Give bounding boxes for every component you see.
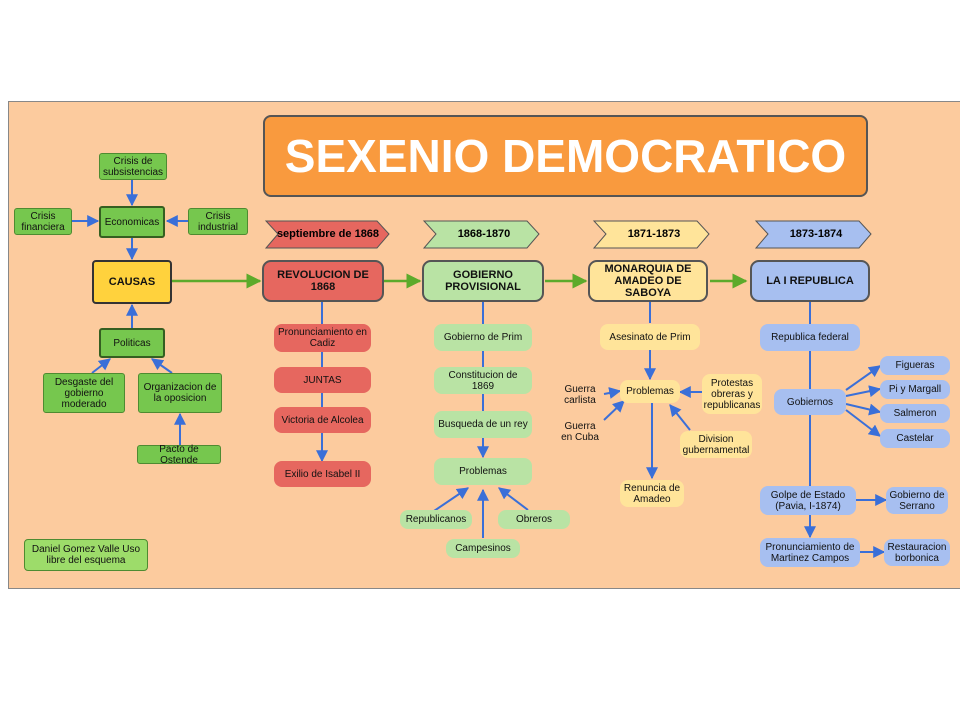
node-economicas: Economicas (99, 206, 165, 238)
node-gobiernos: Gobiernos (774, 389, 846, 415)
node-crisis-industrial: Crisis industrial (188, 208, 248, 235)
node-juntas: JUNTAS (274, 367, 371, 393)
node-protestas: Protestas obreras y republicanas (702, 374, 762, 414)
page-title: SEXENIO DEMOCRATICO (284, 130, 847, 182)
node-organizacion-oposicion: Organizacion de la oposicion (138, 373, 222, 413)
node-salmeron: Salmeron (880, 404, 950, 423)
credit-box: Daniel Gomez Valle Uso libre del esquema (24, 539, 148, 571)
node-pacto-ostende: Pacto de Ostende (137, 444, 221, 466)
node-exilio-isabel: Exilio de Isabel II (274, 461, 371, 487)
node-victoria-alcolea: Victoria de Alcolea (274, 407, 371, 433)
node-politicas: Politicas (99, 328, 165, 358)
node-pronunciamiento-martinez-campos: Pronunciamiento de Martinez Campos (760, 538, 860, 567)
node-restauracion-borbonica: Restauracion borbonica (884, 539, 950, 566)
node-problemas-gobierno: Problemas (434, 458, 532, 485)
node-problemas-amadeo: Problemas (620, 380, 680, 403)
node-campesinos: Campesinos (446, 539, 520, 558)
node-figueras: Figueras (880, 356, 950, 375)
node-primera-republica: LA I REPUBLICA (750, 260, 870, 302)
date-tag-gobierno: 1868-1870 (457, 228, 511, 240)
node-guerra-carlista: Guerra carlista (564, 384, 596, 406)
date-tag-revolucion: septiembre de 1868 (276, 228, 380, 240)
node-pi-y-margall: Pi y Margall (880, 380, 950, 399)
node-republicanos: Republicanos (400, 510, 472, 529)
date-tag-amadeo: 1871-1873 (627, 228, 681, 240)
node-gobierno-provisional: GOBIERNO PROVISIONAL (422, 260, 544, 302)
node-monarquia-amadeo: MONARQUIA DE AMADEO DE SABOYA (588, 260, 708, 302)
node-busqueda-rey: Busqueda de un rey (434, 411, 532, 438)
date-tag-republica: 1873-1874 (789, 228, 843, 240)
node-division-gubernamental: Division gubernamental (680, 431, 752, 458)
node-crisis-financiera: Crisis financiera (14, 208, 72, 235)
node-golpe-estado: Golpe de Estado (Pavia, I-1874) (760, 486, 856, 515)
node-asesinato-prim: Asesinato de Prim (600, 324, 700, 350)
node-gobierno-prim: Gobierno de Prim (434, 324, 532, 351)
node-causas: CAUSAS (92, 260, 172, 304)
node-crisis-subsistencias: Crisis de subsistencias (99, 153, 167, 180)
node-obreros: Obreros (498, 510, 570, 529)
node-castelar: Castelar (880, 429, 950, 448)
title-box: SEXENIO DEMOCRATICO (263, 115, 868, 197)
node-guerra-cuba: Guerra en Cuba (561, 421, 599, 443)
node-revolucion-1868: REVOLUCION DE 1868 (262, 260, 384, 302)
node-constitucion-1869: Constitucion de 1869 (434, 367, 532, 394)
node-renuncia-amadeo: Renuncia de Amadeo (620, 480, 684, 507)
node-desgaste-gobierno: Desgaste del gobierno moderado (43, 373, 125, 413)
node-republica-federal: Republica federal (760, 324, 860, 351)
node-gobierno-serrano: Gobierno de Serrano (886, 487, 948, 514)
node-pronunciamiento-cadiz: Pronunciamiento en Cadiz (274, 324, 371, 352)
